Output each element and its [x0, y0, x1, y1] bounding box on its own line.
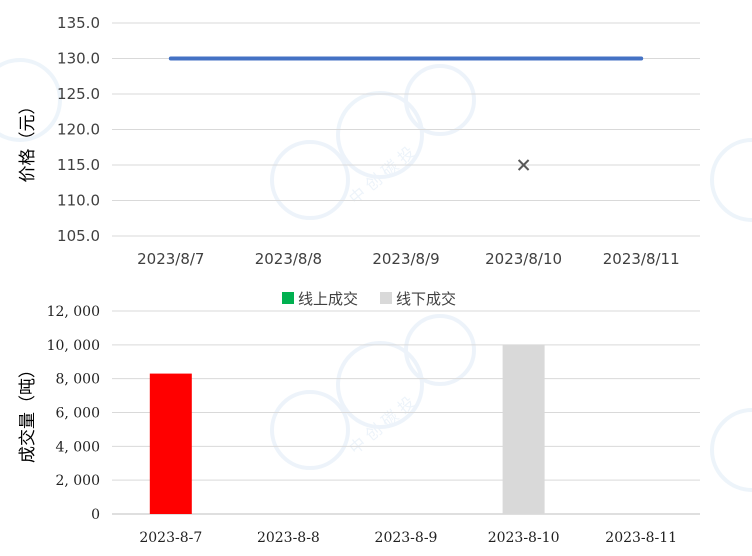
volume-x-tick-label: 2023-8-7 — [139, 530, 202, 546]
price-x-tick-label: 2023/8/8 — [255, 250, 322, 268]
volume-y-axis-label: 成交量（吨） — [18, 361, 38, 463]
price-y-tick-label: 125.0 — [57, 85, 100, 103]
legend-label: 线上成交 — [298, 290, 358, 308]
price-x-tick-label: 2023/8/10 — [485, 250, 562, 268]
volume-y-tick-label: 8, 000 — [55, 372, 100, 388]
legend-swatch — [380, 292, 392, 304]
price-x-tick-label: 2023/8/9 — [372, 250, 439, 268]
volume-x-tick-label: 2023-8-8 — [257, 530, 320, 546]
price-y-tick-label: 105.0 — [57, 227, 100, 245]
volume-y-tick-label: 10, 000 — [47, 338, 100, 354]
volume-y-tick-label: 12, 000 — [47, 304, 100, 320]
legend-label: 线下成交 — [396, 290, 456, 308]
legend-swatch — [282, 292, 294, 304]
price-y-axis-label: 价格（元） — [18, 98, 38, 183]
price-y-tick-label: 130.0 — [57, 50, 100, 68]
price-y-tick-label: 110.0 — [57, 192, 100, 210]
price-y-tick-label: 135.0 — [57, 14, 100, 32]
svg-text:中 创 碳 投: 中 创 碳 投 — [345, 143, 418, 209]
price-x-tick-label: 2023/8/7 — [137, 250, 204, 268]
volume-y-tick-label: 2, 000 — [55, 473, 100, 489]
volume-x-tick-label: 2023-8-9 — [375, 530, 438, 546]
volume-bar — [502, 344, 545, 514]
volume-y-tick-label: 6, 000 — [55, 406, 100, 422]
volume-y-tick-label: 4, 000 — [55, 439, 100, 455]
price-y-tick-label: 120.0 — [57, 121, 100, 139]
volume-x-tick-label: 2023-8-11 — [605, 530, 677, 546]
volume-y-tick-label: 0 — [91, 507, 100, 523]
volume-x-tick-label: 2023-8-10 — [488, 530, 560, 546]
volume-chart: 线上成交 线下成交 0 2, 000 4, 000 6, 000 8, 000 10, 00… — [18, 290, 700, 546]
svg-text:中 创 碳 投: 中 创 碳 投 — [345, 393, 418, 459]
price-y-tick-label: 115.0 — [57, 156, 100, 174]
watermark-logo: 中 创 碳 投 中 创 碳 投 — [0, 58, 752, 492]
legend: 线上成交 线下成交 — [282, 290, 456, 308]
volume-bar — [149, 373, 192, 514]
price-x-tick-label: 2023/8/11 — [603, 250, 680, 268]
price-chart: 105.0 110.0 115.0 120.0 125.0 130.0 135.0 2023… — [18, 14, 700, 268]
price-point-marker — [517, 159, 530, 171]
